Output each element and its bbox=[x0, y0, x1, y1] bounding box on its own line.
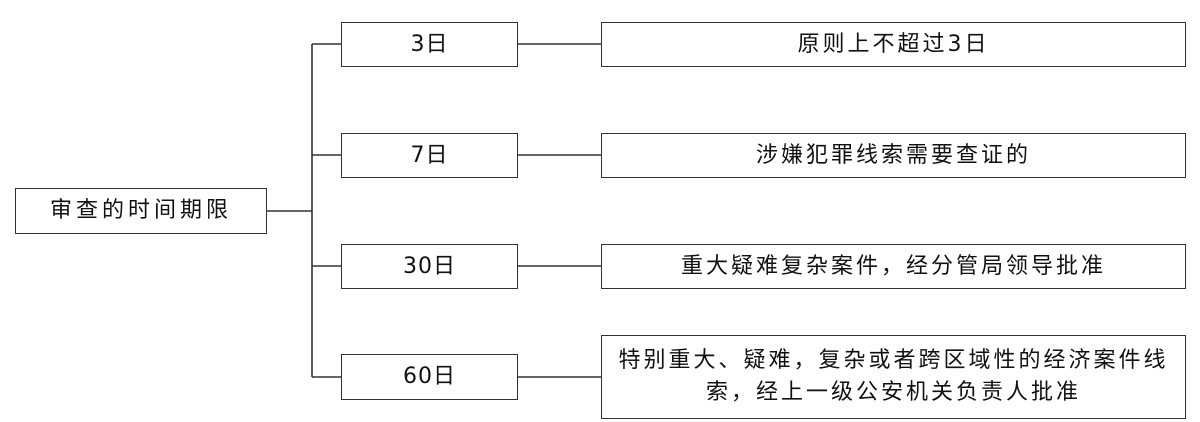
condition-label: 特别重大、疑难，复杂或者跨区域性的经济案件线索，经上一级公安机关负责人批准 bbox=[618, 348, 1169, 405]
condition-node-4: 特别重大、疑难，复杂或者跨区域性的经济案件线索，经上一级公安机关负责人批准 bbox=[601, 335, 1186, 419]
period-node-60-days: 60日 bbox=[341, 354, 518, 400]
root-label: 审查的时间期限 bbox=[49, 198, 232, 224]
period-label: 60日 bbox=[403, 364, 456, 390]
period-node-30-days: 30日 bbox=[341, 244, 518, 289]
period-node-7-days: 7日 bbox=[341, 133, 518, 178]
condition-node-2: 涉嫌犯罪线索需要查证的 bbox=[601, 133, 1186, 178]
condition-node-1: 原则上不超过3日 bbox=[601, 22, 1186, 67]
condition-node-3: 重大疑难复杂案件，经分管局领导批准 bbox=[601, 244, 1186, 289]
period-label: 3日 bbox=[410, 31, 449, 57]
period-label: 30日 bbox=[403, 253, 456, 279]
period-node-3-days: 3日 bbox=[341, 22, 518, 67]
root-node: 审查的时间期限 bbox=[15, 188, 267, 234]
condition-label: 涉嫌犯罪线索需要查证的 bbox=[755, 142, 1031, 168]
condition-label: 原则上不超过3日 bbox=[797, 31, 990, 57]
condition-label: 重大疑难复杂案件，经分管局领导批准 bbox=[680, 253, 1106, 279]
period-label: 7日 bbox=[410, 142, 449, 168]
